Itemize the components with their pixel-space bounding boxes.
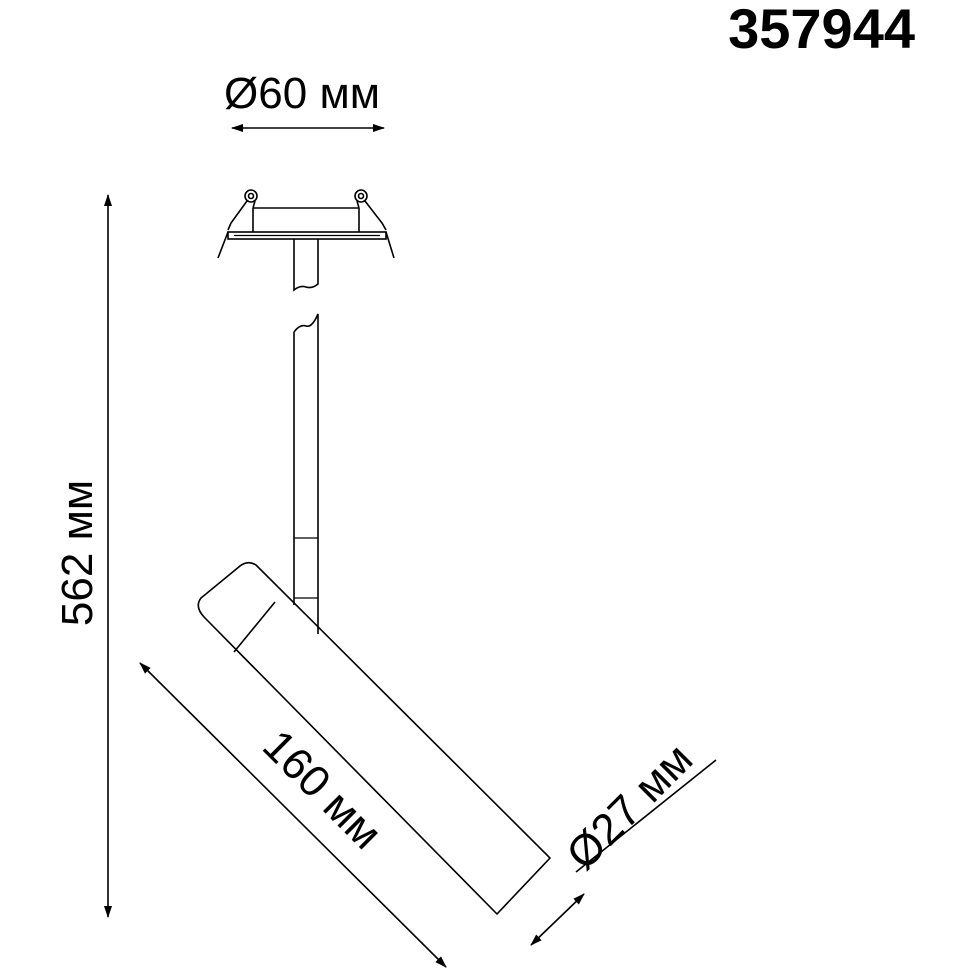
ceiling-mount bbox=[217, 189, 395, 259]
mount-diameter-label: Ø60 мм bbox=[224, 69, 380, 118]
height-dimension: 562 мм bbox=[53, 194, 112, 918]
length-arrow bbox=[139, 662, 447, 968]
rod bbox=[293, 239, 319, 634]
head-diameter-dimension: Ø27 мм bbox=[530, 734, 717, 946]
length-label: 160 мм bbox=[253, 721, 391, 859]
mount-diameter-dimension: Ø60 мм bbox=[224, 69, 385, 132]
height-label: 562 мм bbox=[53, 480, 102, 626]
head-diameter-label: Ø27 мм bbox=[557, 734, 702, 879]
head-diameter-arrow bbox=[530, 893, 585, 946]
article-number: 357944 bbox=[728, 0, 915, 60]
lamp-head bbox=[197, 561, 552, 916]
head-diameter-extension bbox=[575, 759, 717, 873]
